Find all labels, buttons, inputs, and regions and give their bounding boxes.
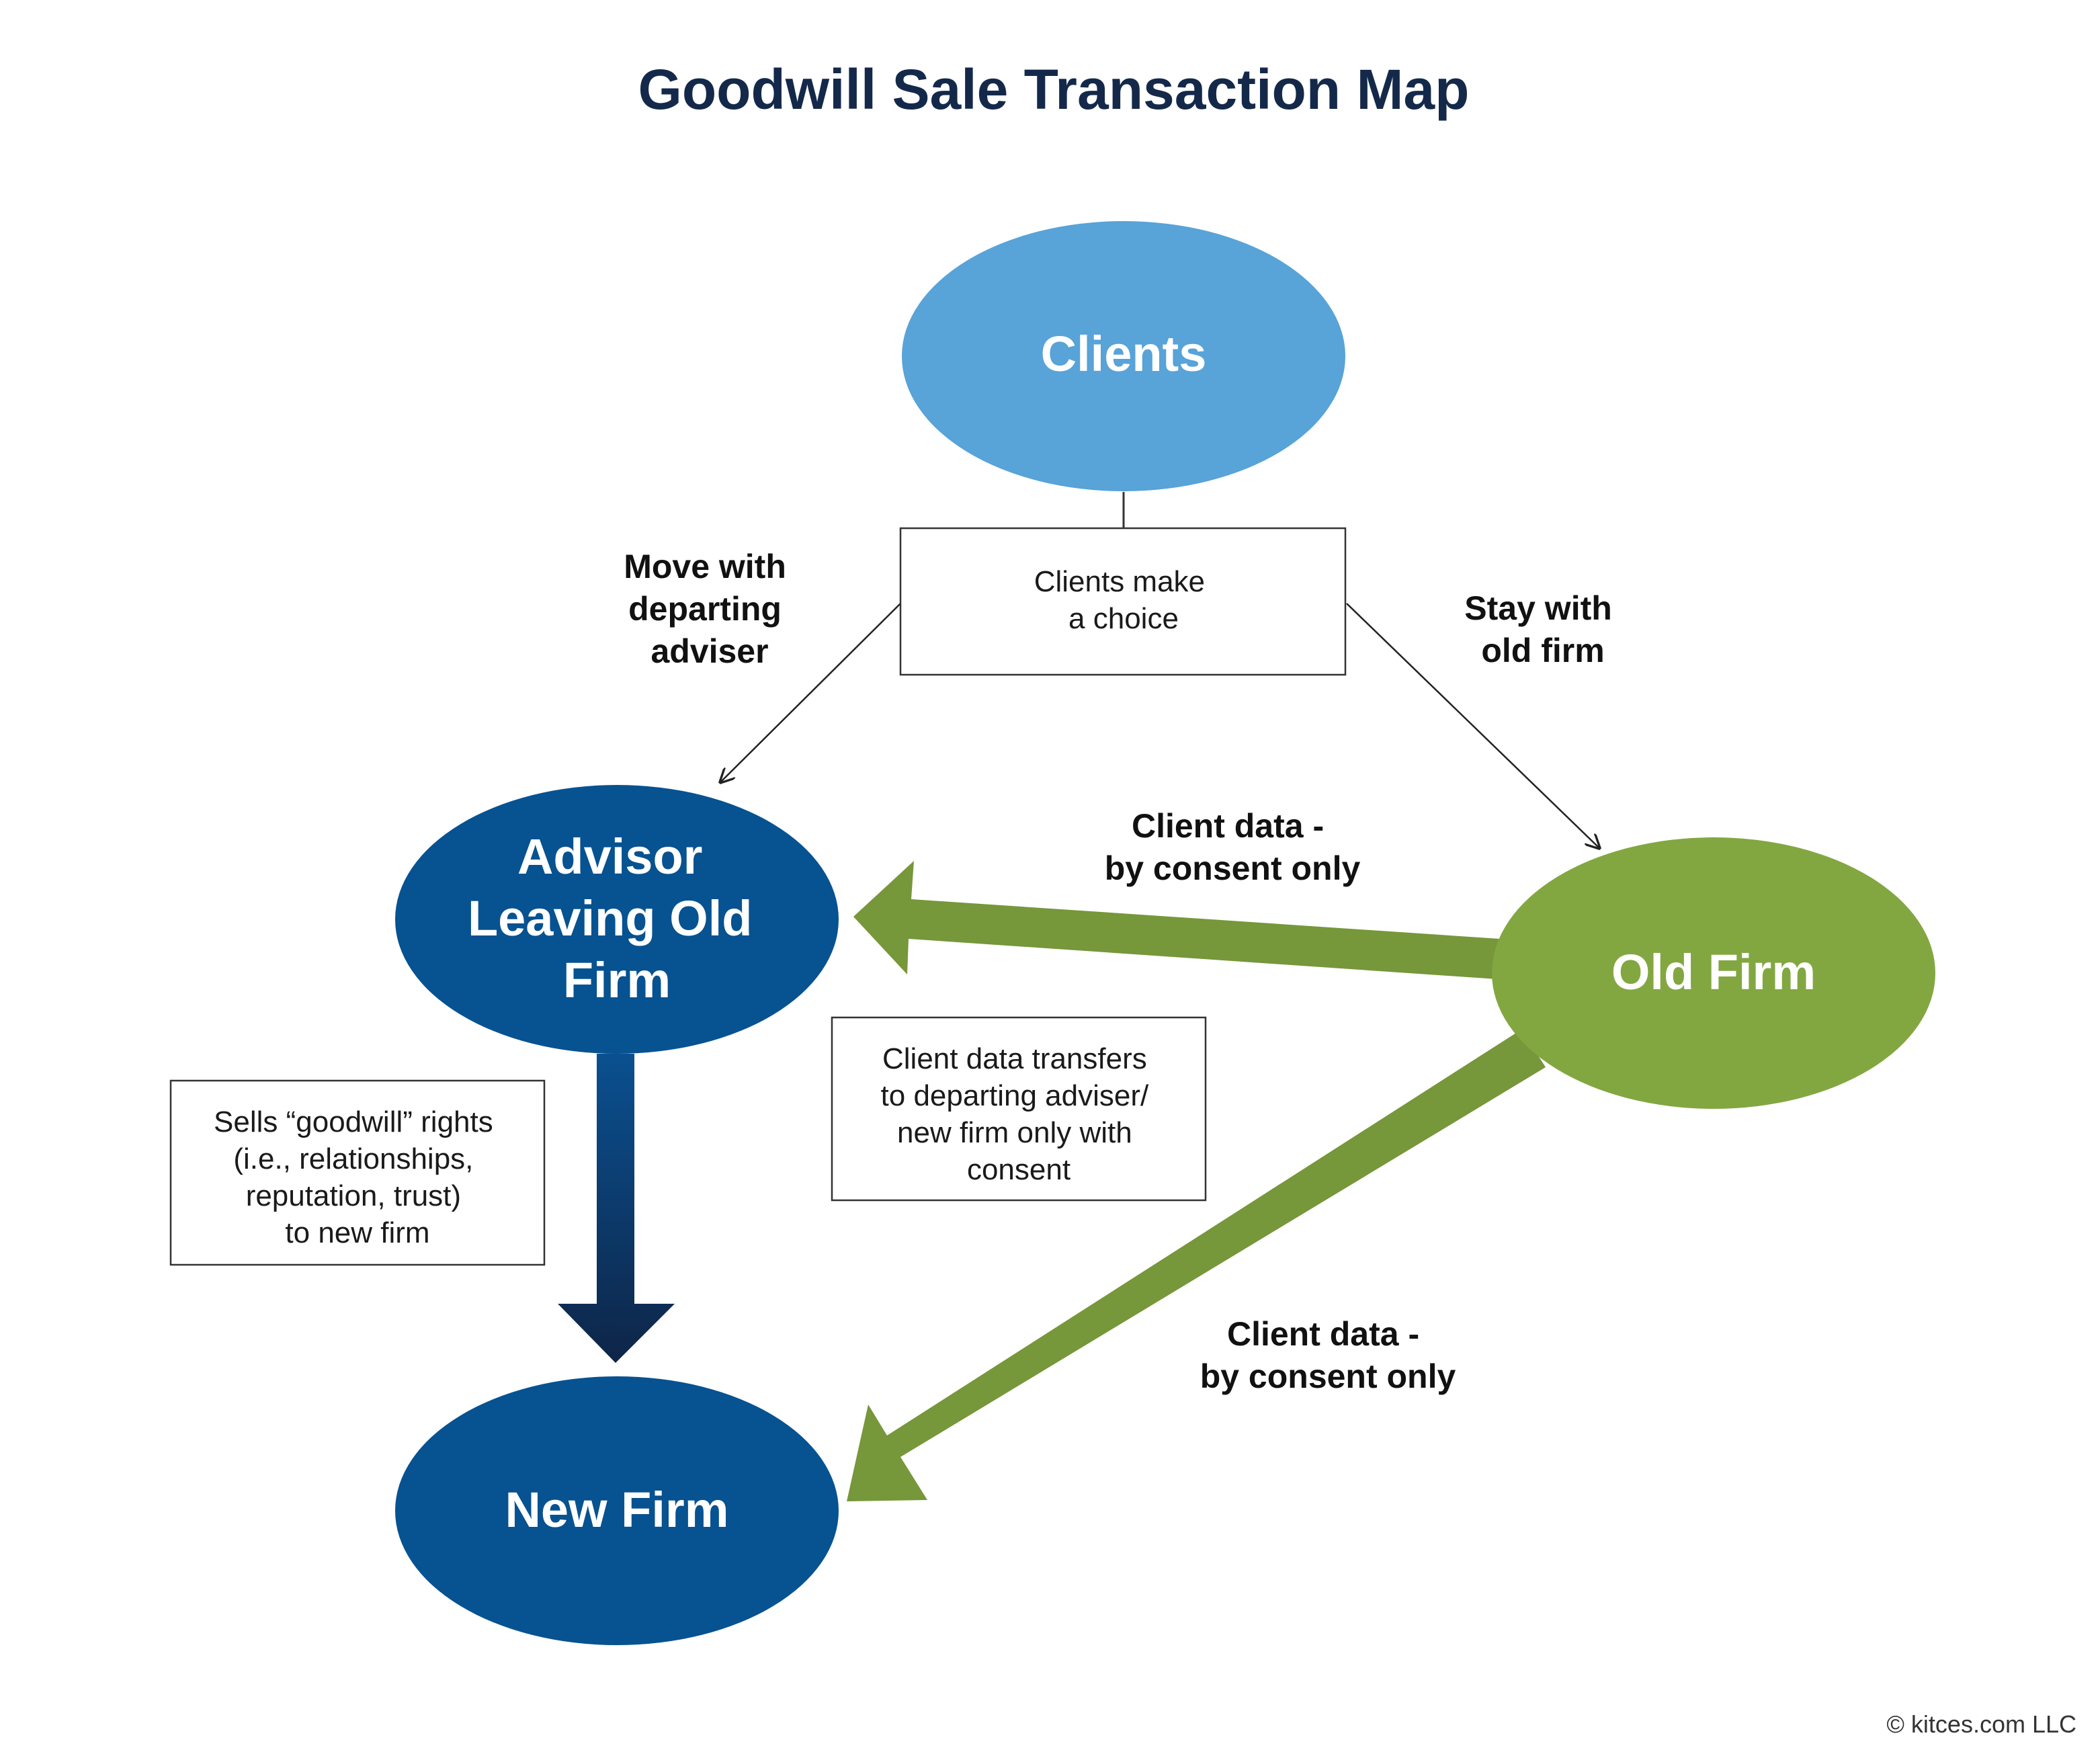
move-label-line: Move with [624,548,786,585]
consent-label-bottom: Client data - by consent only [1200,1315,1456,1395]
svg-text:Sells “goodwill” rights: Sells “goodwill” rights (i.e., relations… [214,1106,501,1249]
stay-with-old-firm-arrow [1346,603,1599,848]
choice-box-line: a choice [1068,602,1179,635]
transfer-note-box: Client data transfers to departing advis… [831,1016,1207,1202]
choice-box-line: Clients make [1034,565,1205,598]
stay-label-line: Stay with [1464,589,1611,627]
consent-label-bottom-line: Client data - [1227,1315,1419,1353]
transfer-note-line: to departing adviser/ [881,1079,1149,1112]
consent-label-top: Client data - by consent only [1105,807,1361,887]
advisor-label-line: Leaving Old [468,890,753,946]
choice-box: Clients make a choice [899,527,1347,676]
stay-label-line: old firm [1481,632,1604,669]
transfer-note-line: consent [967,1153,1070,1186]
svg-text:Client data transfers to: Client data transfers to departing advis… [881,1042,1157,1186]
old-firm-label: Old Firm [1611,944,1816,1000]
goodwill-sale-arrow [558,1054,675,1363]
goodwill-note-line: to new firm [285,1216,429,1249]
consent-label-top-line: by consent only [1105,849,1361,887]
copyright-credit: © kitces.com LLC [1886,1710,2076,1738]
client-data-to-new-firm-arrow [847,1030,1546,1501]
page-title: Goodwill Sale Transaction Map [638,58,1470,121]
consent-label-bottom-line: by consent only [1200,1358,1456,1395]
goodwill-note-line: Sells “goodwill” rights [214,1106,493,1138]
client-data-to-advisor-arrow [853,861,1500,979]
svg-text:Advisor Leaving Old: Advisor Leaving Old Firm [468,829,766,1008]
advisor-node: Advisor Leaving Old Firm [395,785,839,1054]
advisor-label-line: Firm [563,952,671,1008]
goodwill-note-line: (i.e., relationships, [233,1142,473,1175]
old-firm-node: Old Firm [1492,837,1935,1109]
stay-label: Stay with old firm [1464,589,1621,669]
new-firm-node: New Firm [395,1376,839,1645]
goodwill-note-line: reputation, trust) [246,1179,461,1212]
move-label-line: departing [628,590,782,628]
clients-label: Clients [1041,326,1207,382]
consent-label-top-line: Client data - [1132,807,1324,845]
move-with-adviser-arrow [720,603,901,782]
svg-text:Clients make a choice: Clients make a choice [1034,565,1214,635]
move-label: Move with departing adviser [624,548,796,670]
new-firm-label: New Firm [505,1482,728,1538]
advisor-label-line: Advisor [517,829,703,884]
transfer-note-line: Client data transfers [882,1042,1147,1075]
goodwill-note-box: Sells “goodwill” rights (i.e., relations… [169,1079,546,1266]
transfer-note-line: new firm only with [897,1116,1132,1149]
clients-node: Clients [902,221,1345,491]
move-label-line: adviser [650,632,768,670]
